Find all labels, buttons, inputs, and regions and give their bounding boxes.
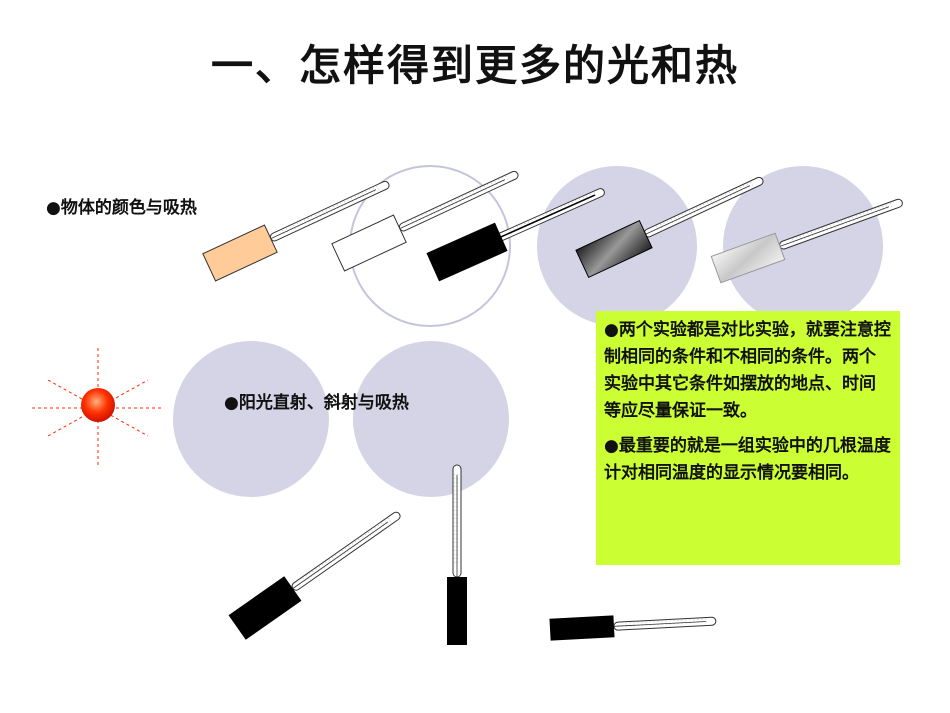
sun-icon <box>32 348 162 468</box>
note-paragraph: ●最重要的就是一组实验中的几根温度计对相同温度的显示情况要相同。 <box>604 436 891 483</box>
thermometer-icon <box>426 188 605 282</box>
thermometer-icon <box>575 176 764 279</box>
circle-shade <box>173 341 329 497</box>
page-title: 一、怎样得到更多的光和热 <box>210 41 739 90</box>
bullet-sunlight-angle: ●阳光直射、斜射与吸热 <box>224 393 409 413</box>
thermometer-icon <box>710 198 903 284</box>
thermometer-icon <box>202 180 390 282</box>
note-box: ●两个实验都是对比实验，就要注意控制相同的条件和不相同的条件。两个实验中其它条件… <box>596 311 900 565</box>
note-paragraph: ●两个实验都是对比实验，就要注意控制相同的条件和不相同的条件。两个实验中其它条件… <box>604 320 891 421</box>
thermometer-icon <box>331 170 519 272</box>
thermometer-icon <box>447 464 467 645</box>
thermometer-icon <box>228 511 401 640</box>
bullet-color-absorption: ●物体的颜色与吸热 <box>46 198 197 218</box>
circle-shade <box>353 341 509 497</box>
circle-shade <box>723 166 883 326</box>
thermometer-icon <box>549 615 717 641</box>
